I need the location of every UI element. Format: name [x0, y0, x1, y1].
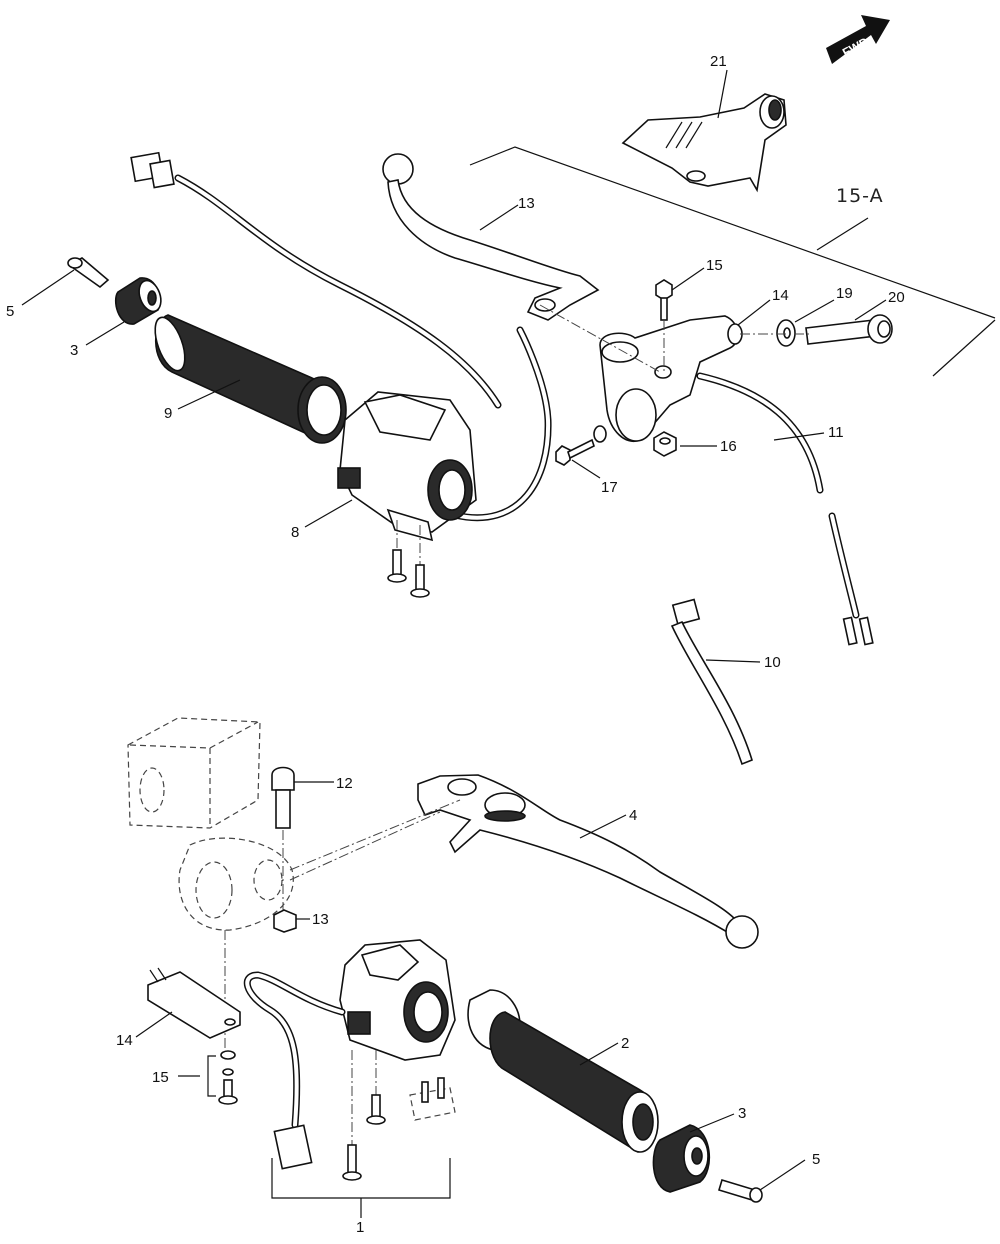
callout-3-lower: 3 [738, 1105, 746, 1122]
cable-tie-part [670, 598, 753, 766]
callout-4: 4 [629, 807, 637, 824]
nut-part-17 [653, 431, 677, 457]
callout-1: 1 [356, 1219, 364, 1236]
bar-end-weight-upper [114, 277, 162, 325]
callout-18: 17 [601, 479, 618, 496]
bar-end-weight-lower [652, 1124, 711, 1193]
grip-part-upper [154, 314, 347, 444]
callout-3-upper: 3 [70, 342, 78, 359]
clutch-lever-part [382, 153, 600, 321]
callout-14: 13 [518, 195, 535, 212]
pivot-bolt-part-10 [271, 766, 295, 910]
right-switch-housing [243, 939, 456, 1170]
callout-17: 16 [720, 438, 737, 455]
bracket-callout-1 [271, 1158, 451, 1218]
brake-switch-part [147, 967, 241, 1039]
leader-lines [21, 69, 887, 1191]
bolt-part-upper [67, 257, 110, 289]
callout-2: 2 [621, 1035, 629, 1052]
fwd-arrow-icon: FWD [826, 15, 890, 64]
brake-lever-part [417, 774, 759, 949]
throttle-grip-part [467, 989, 659, 1153]
callout-21: 21 [710, 53, 727, 70]
callout-10: 12 [336, 775, 353, 792]
callout-19: 19 [836, 285, 853, 302]
callout-16: 15 [706, 257, 723, 274]
switch-inserts [409, 1077, 456, 1121]
lever-cover-part [621, 93, 787, 193]
callout-8: 10 [764, 654, 781, 671]
switch-fasteners-part-13 [218, 1050, 238, 1105]
callout-15: 14 [772, 287, 789, 304]
callout-numbers: 21 13 15 14 19 20 5 3 9 8 16 17 11 10 12… [6, 53, 905, 1236]
callout-5-upper: 5 [6, 303, 14, 320]
upper-switch-cable [130, 151, 552, 522]
switch-screws-lower [342, 1050, 386, 1181]
adjuster-bolt-part-20 [805, 314, 893, 345]
callout-11: 13 [312, 911, 329, 928]
callout-6: 8 [291, 524, 299, 541]
nut-part-11 [273, 909, 297, 933]
washer-part-19 [776, 319, 796, 347]
clutch-switch-cable [696, 372, 874, 646]
bolt-part-lower [718, 1179, 763, 1203]
clutch-bracket-part [593, 315, 743, 443]
callout-13: 15 [152, 1069, 169, 1086]
section-boundary [469, 146, 996, 377]
switch-screws-upper [387, 520, 430, 598]
callout-12: 14 [116, 1032, 133, 1049]
callout-5-lower: 5 [812, 1151, 820, 1168]
callout-7: 9 [164, 405, 172, 422]
callout-20: 20 [888, 289, 905, 306]
bolt-part-18 [555, 438, 595, 466]
section-label: 15-A [836, 185, 884, 207]
callout-9: 11 [828, 424, 844, 441]
bolt-part-16 [655, 279, 673, 372]
left-switch-housing [337, 391, 477, 542]
